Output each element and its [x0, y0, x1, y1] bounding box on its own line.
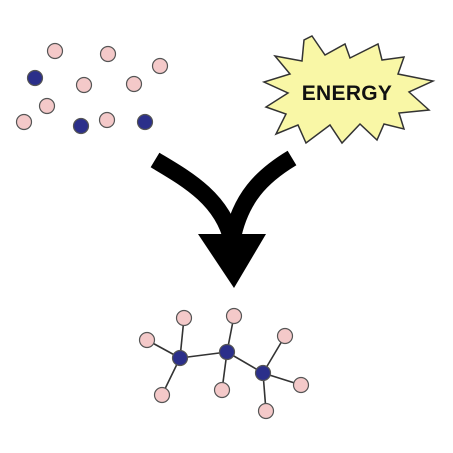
- carbon-atom: [171, 349, 189, 367]
- hydrogen-atom: [99, 45, 117, 63]
- hydrogen-atom: [257, 402, 275, 420]
- hydrogen-atom: [225, 307, 243, 325]
- arrow-head: [198, 234, 266, 288]
- hydrogen-atom: [98, 111, 116, 129]
- carbon-atom: [254, 364, 272, 382]
- energy-label: ENERGY: [302, 82, 393, 105]
- carbon-atom: [72, 117, 90, 135]
- hydrogen-atom: [175, 309, 193, 327]
- hydrogen-atom: [38, 97, 56, 115]
- arrow-right-branch: [223, 150, 297, 242]
- hydrogen-atom: [276, 327, 294, 345]
- hydrogen-atom: [153, 386, 171, 404]
- carbon-atom: [26, 69, 44, 87]
- hydrogen-atom: [15, 113, 33, 131]
- carbon-atom: [136, 113, 154, 131]
- arrow-left-branch: [150, 152, 241, 243]
- hydrogen-atom: [138, 331, 156, 349]
- converging-arrow: [150, 150, 297, 288]
- reactant-atoms: [15, 42, 169, 135]
- energy-starburst: ENERGY: [261, 35, 436, 145]
- hydrogen-atom: [75, 76, 93, 94]
- hydrogen-atom: [213, 381, 231, 399]
- hydrogen-atom: [46, 42, 64, 60]
- hydrogen-atom: [125, 75, 143, 93]
- molecule-atoms: [138, 307, 310, 420]
- energy-burst-shape: [261, 35, 436, 145]
- hydrogen-atom: [151, 57, 169, 75]
- carbon-atom: [218, 343, 236, 361]
- hydrogen-atom: [292, 376, 310, 394]
- product-molecule: [138, 307, 310, 420]
